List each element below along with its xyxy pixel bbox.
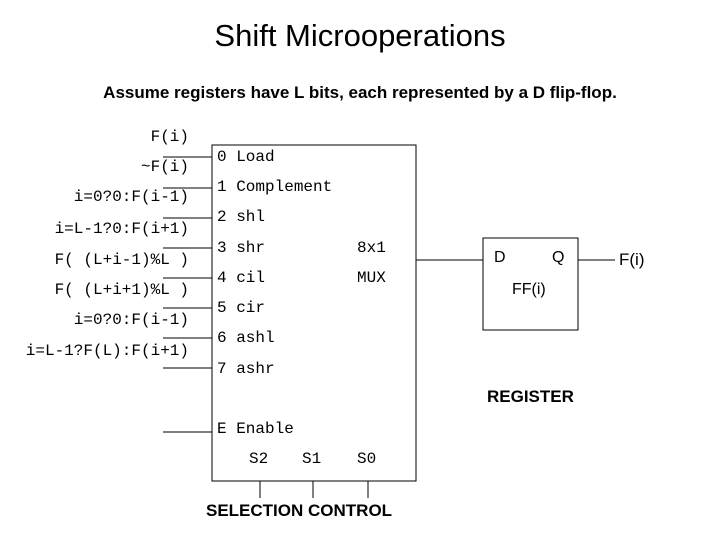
select-label-s2: S2 — [249, 450, 269, 468]
slide-subtitle: Assume registers have L bits, each repre… — [103, 83, 617, 102]
mux-port-0: 0 Load — [217, 148, 275, 166]
input-label-6: i=0?0:F(i-1) — [73, 311, 189, 329]
register-box — [482, 237, 579, 331]
mux-port-6: 6 ashl — [217, 329, 275, 347]
mux-port-5: 5 cir — [217, 299, 266, 317]
mux-name-label: MUX — [357, 269, 386, 287]
select-label-s0: S0 — [357, 450, 377, 468]
mux-port-4: 4 cil — [217, 269, 266, 287]
selection-control-label: SELECTION CONTROL — [206, 501, 393, 520]
register-q-label: Q — [552, 249, 565, 266]
mux-port-3: 3 shr — [217, 239, 266, 257]
mux-port-2: 2 shl — [217, 208, 266, 226]
mux-size-label: 8x1 — [357, 239, 386, 257]
register-name-label: REGISTER — [487, 387, 574, 406]
input-label-7: i=L-1?F(L):F(i+1) — [25, 342, 189, 360]
slide-title: Shift Microoperations — [214, 18, 506, 53]
input-label-4: F( (L+i-1)%L ) — [54, 251, 189, 269]
mux-port-1: 1 Complement — [217, 178, 333, 196]
register-ff-label: FF(i) — [512, 281, 546, 298]
input-label-0: F(i) — [150, 128, 189, 146]
input-label-5: F( (L+i+1)%L ) — [54, 281, 189, 299]
select-label-s1: S1 — [302, 450, 322, 468]
input-label-3: i=L-1?0:F(i+1) — [54, 220, 189, 238]
input-label-2: i=0?0:F(i-1) — [73, 188, 189, 206]
mux-port-enable: E Enable — [217, 420, 294, 438]
mux-port-7: 7 ashr — [217, 360, 275, 378]
input-label-1: ~F(i) — [140, 158, 189, 176]
mux-box — [211, 144, 417, 482]
register-output-label: F(i) — [619, 250, 645, 269]
register-d-label: D — [494, 249, 506, 266]
